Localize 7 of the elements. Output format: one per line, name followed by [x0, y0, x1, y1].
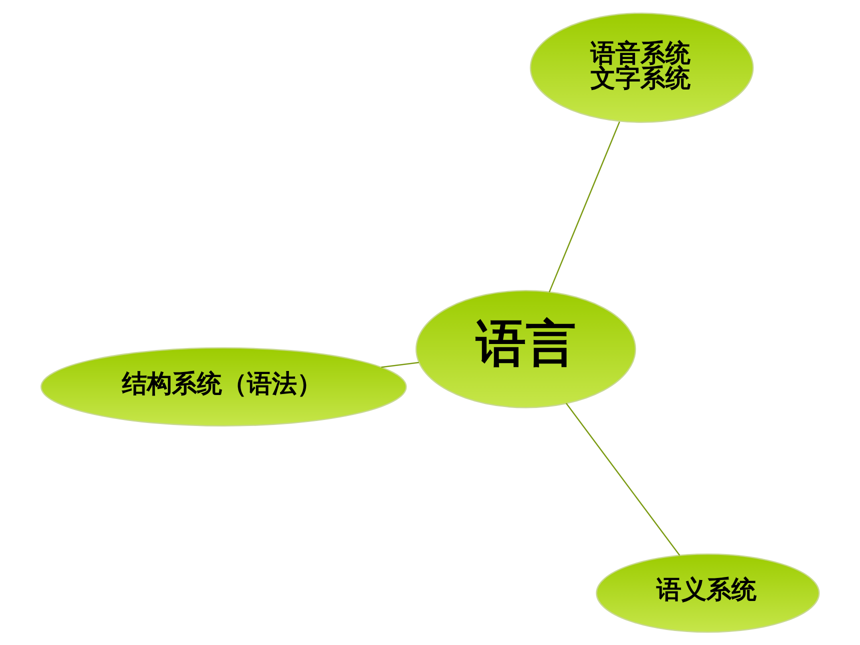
node-ellipse: 语义系统 — [596, 554, 820, 633]
connector — [381, 362, 419, 368]
connector — [566, 402, 680, 556]
node-ellipse: 语言 — [416, 290, 636, 408]
node-ellipse: 语音系统 文字系统 — [530, 12, 754, 123]
node-ellipse: 结构系统（语法） — [40, 347, 407, 426]
connector — [548, 122, 620, 292]
